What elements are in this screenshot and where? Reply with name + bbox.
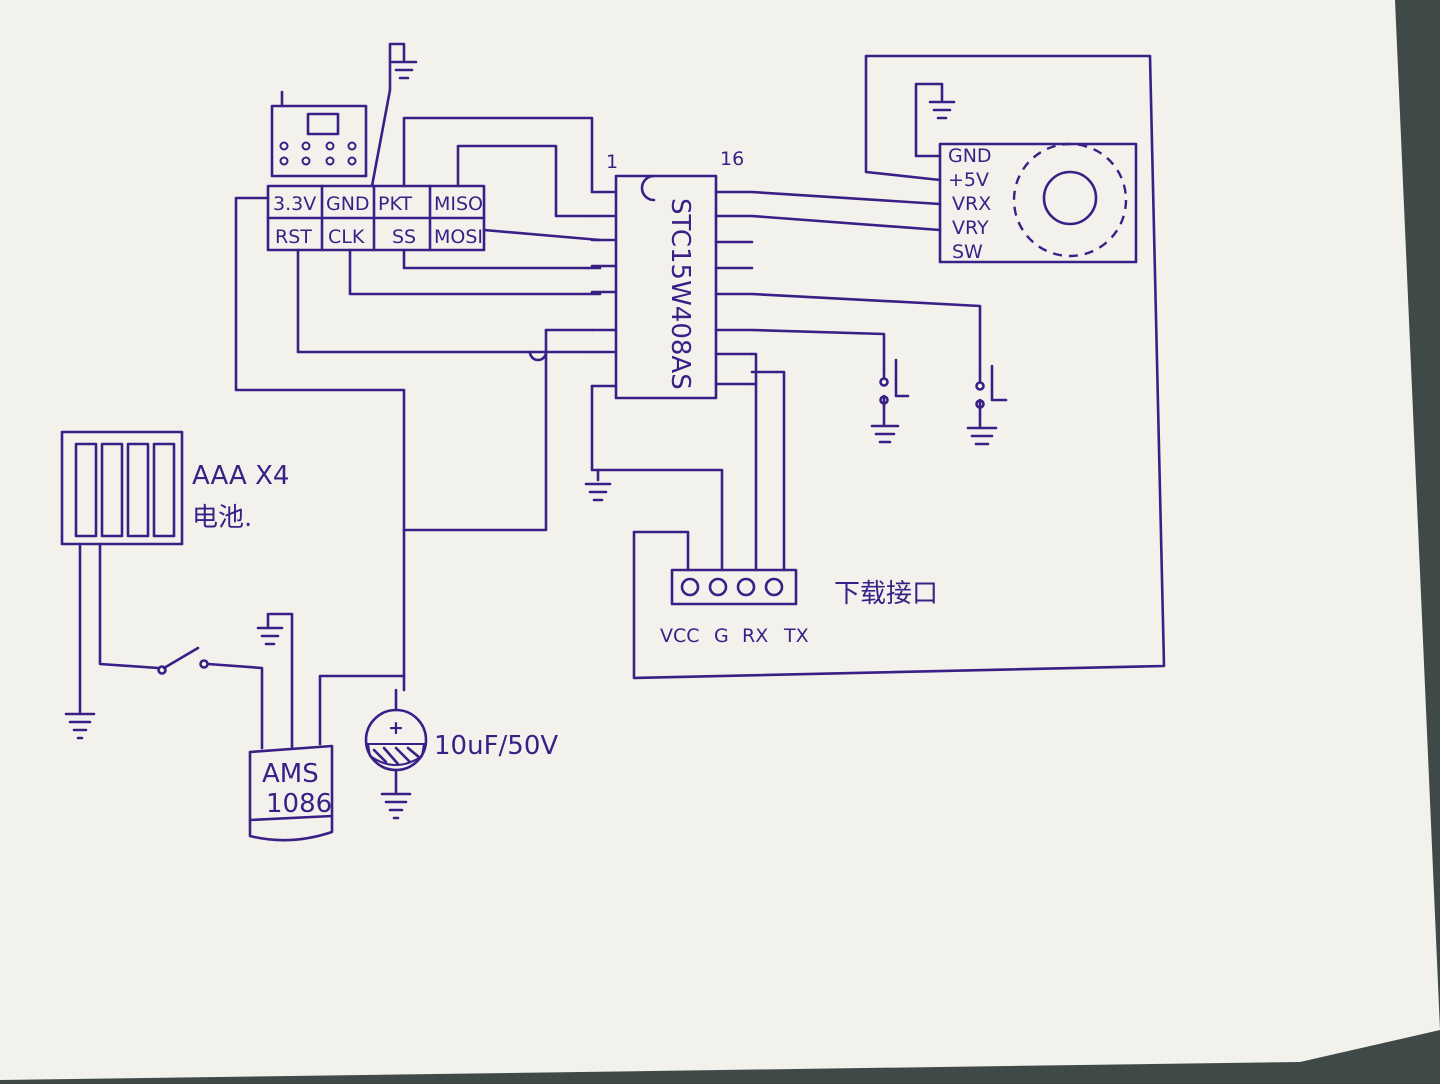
ground-symbol-mcu bbox=[584, 482, 612, 502]
battery-cell-3 bbox=[126, 442, 150, 538]
battery-label-2: 电池. bbox=[192, 503, 252, 533]
wire-port-rx bbox=[750, 352, 758, 572]
regulator-label-1: AMS bbox=[262, 759, 319, 789]
wire-vcc-bus bbox=[402, 328, 548, 532]
battery-cell-4 bbox=[152, 442, 176, 538]
capacitor-label: 10uF/50V bbox=[434, 731, 558, 761]
mcu-notch bbox=[640, 174, 656, 202]
joystick-pin-vrx: VRX bbox=[952, 193, 991, 215]
wire-vrx bbox=[750, 190, 942, 206]
regulator-body bbox=[248, 744, 334, 842]
mcu-part-number: STC15W408AS bbox=[665, 198, 695, 390]
port-pin-vcc-hole bbox=[680, 577, 700, 597]
wire-rf-gnd bbox=[370, 42, 406, 188]
wire-ss bbox=[402, 248, 602, 270]
rf-module-dots bbox=[279, 141, 357, 166]
rf-pin-miso: MISO bbox=[434, 193, 483, 215]
wire-clk bbox=[348, 248, 602, 296]
capacitor-negative-band bbox=[366, 743, 426, 766]
wire-port-tx bbox=[750, 370, 786, 572]
joystick-pin-5v: +5V bbox=[948, 169, 989, 191]
port-label-vcc: VCC bbox=[660, 625, 700, 647]
battery-label-1: AAA X4 bbox=[192, 461, 289, 491]
wire-miso bbox=[456, 144, 594, 218]
regulator-label-2: 1086 bbox=[266, 789, 332, 819]
rf-pin-grid bbox=[266, 184, 486, 252]
mcu-body bbox=[614, 174, 718, 400]
wire-mcu-gnd bbox=[590, 384, 600, 482]
ground-symbol-battery bbox=[64, 712, 96, 740]
battery-cell-2 bbox=[100, 442, 124, 538]
rf-pin-clk: CLK bbox=[328, 226, 365, 248]
regulator-ams1086: AMS 1086 bbox=[248, 744, 334, 842]
download-port: VCC G RX TX 下载接口 bbox=[660, 568, 938, 647]
joystick-module: GND +5V VRX VRY SW bbox=[938, 142, 1138, 264]
rf-pin-pkt: PKT bbox=[378, 193, 412, 215]
wire-rst bbox=[296, 248, 594, 354]
push-button-1 bbox=[870, 358, 910, 444]
wire-port-vcc bbox=[632, 530, 690, 572]
wire-battery-pos bbox=[98, 542, 160, 670]
wire-gnd-to-port bbox=[596, 468, 724, 572]
ground-symbol-joystick bbox=[928, 100, 956, 120]
wire-pkt bbox=[402, 116, 594, 194]
port-pin-rx-hole bbox=[736, 577, 756, 597]
wire-5v-loop bbox=[632, 54, 1166, 680]
wire-3v3-rail bbox=[234, 196, 406, 532]
capacitor-polarity: + bbox=[388, 717, 404, 739]
download-port-label: 下载接口 bbox=[834, 579, 938, 609]
mcu-right-pins bbox=[714, 190, 754, 386]
download-port-body bbox=[670, 568, 798, 606]
mcu-chip: 1 16 STC15W408AS bbox=[590, 148, 754, 400]
port-label-g: G bbox=[714, 625, 729, 647]
rf-pin-rst: RST bbox=[275, 226, 312, 248]
wire-reg-gnd bbox=[268, 612, 294, 750]
rf-pin-mosi: MOSI bbox=[434, 226, 483, 248]
regulator-tab bbox=[248, 814, 334, 822]
rf-pin-ss: SS bbox=[392, 226, 416, 248]
wire-switch-to-reg bbox=[206, 662, 264, 750]
ground-symbol-rf bbox=[390, 60, 418, 80]
port-pin-g-hole bbox=[708, 577, 728, 597]
battery-cell-1 bbox=[74, 442, 98, 538]
wire-vry bbox=[750, 214, 942, 232]
rf-pin-3v3: 3.3V bbox=[273, 193, 316, 215]
wire-button-1 bbox=[750, 328, 886, 372]
mcu-pin16-label: 16 bbox=[720, 148, 744, 170]
joystick-ring bbox=[1012, 142, 1128, 258]
capacitor-hatch bbox=[372, 746, 422, 766]
wire-mosi bbox=[482, 228, 602, 242]
ground-symbol-capacitor bbox=[380, 792, 412, 820]
joystick-pin-gnd: GND bbox=[948, 145, 992, 167]
rf-module-body bbox=[270, 104, 368, 178]
battery-pack: AAA X4 电池. bbox=[60, 430, 289, 546]
wire-button-2 bbox=[750, 292, 982, 378]
rf-module-chip bbox=[306, 112, 340, 136]
push-button-2 bbox=[966, 364, 1008, 446]
port-label-tx: TX bbox=[783, 625, 809, 647]
mcu-left-pins bbox=[590, 190, 618, 388]
rf-module: 3.3V GND PKT MISO RST CLK SS MOSI bbox=[266, 90, 486, 252]
mcu-pin1-label: 1 bbox=[606, 151, 618, 173]
joystick-pin-vry: VRY bbox=[952, 217, 989, 239]
ground-symbol-regulator bbox=[256, 612, 284, 646]
port-pin-tx-hole bbox=[764, 577, 784, 597]
wire-reg-out bbox=[318, 674, 406, 746]
wire-joystick-gnd bbox=[914, 82, 944, 158]
port-label-rx: RX bbox=[742, 625, 768, 647]
rf-pin-gnd: GND bbox=[326, 193, 370, 215]
joystick-pin-sw: SW bbox=[952, 241, 983, 263]
battery-holder bbox=[60, 430, 184, 546]
joystick-knob bbox=[1042, 170, 1098, 226]
